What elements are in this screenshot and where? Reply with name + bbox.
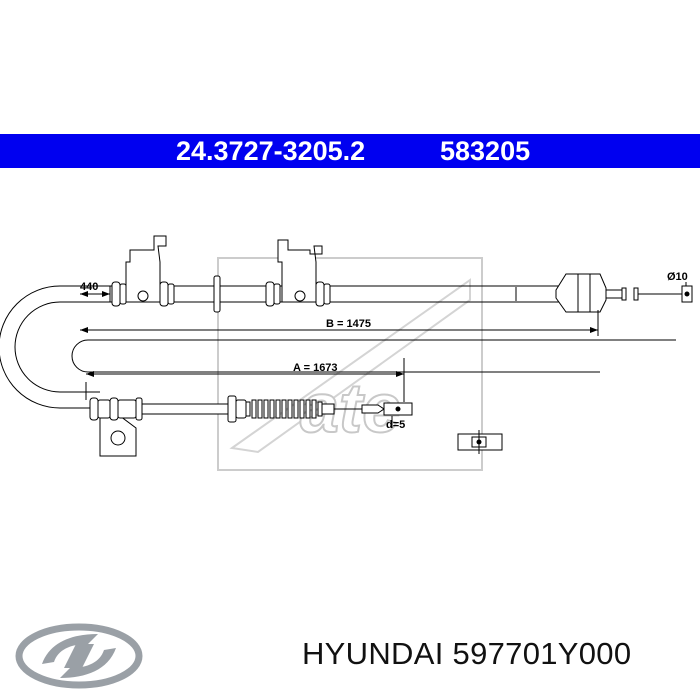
brand-part-label: HYUNDAI 597701Y000: [302, 636, 631, 672]
cable-bellows: [245, 399, 335, 419]
brand-footer: HYUNDAI 597701Y000: [0, 610, 700, 700]
end-diameter-label: Ø10: [667, 271, 688, 283]
brand-name: HYUNDAI: [302, 636, 444, 671]
dimension-arrows: [80, 291, 598, 377]
part-number-header-bar: 24.3727-3205.2 583205: [0, 134, 700, 168]
hyundai-logo-icon: [15, 623, 143, 689]
dimension-b-label: B = 1475: [326, 318, 371, 330]
upper-cable-fittings: [111, 235, 639, 313]
header-reference-primary: 24.3727-3205.2: [176, 136, 366, 166]
lower-inner-wire: [334, 402, 413, 416]
dimension-a-label: A = 1673: [293, 362, 338, 374]
detail-symbol-icon: [457, 430, 503, 454]
watermark-logo-icon: ate: [217, 257, 483, 471]
oem-part-number: 597701Y000: [452, 636, 632, 671]
end-d-label: d=5: [386, 419, 405, 431]
dimension-offset-label: 440: [80, 281, 98, 293]
lower-cable-fittings: [89, 395, 247, 457]
upper-inner-wire: [638, 285, 693, 303]
header-reference-secondary: 583205: [440, 136, 531, 166]
